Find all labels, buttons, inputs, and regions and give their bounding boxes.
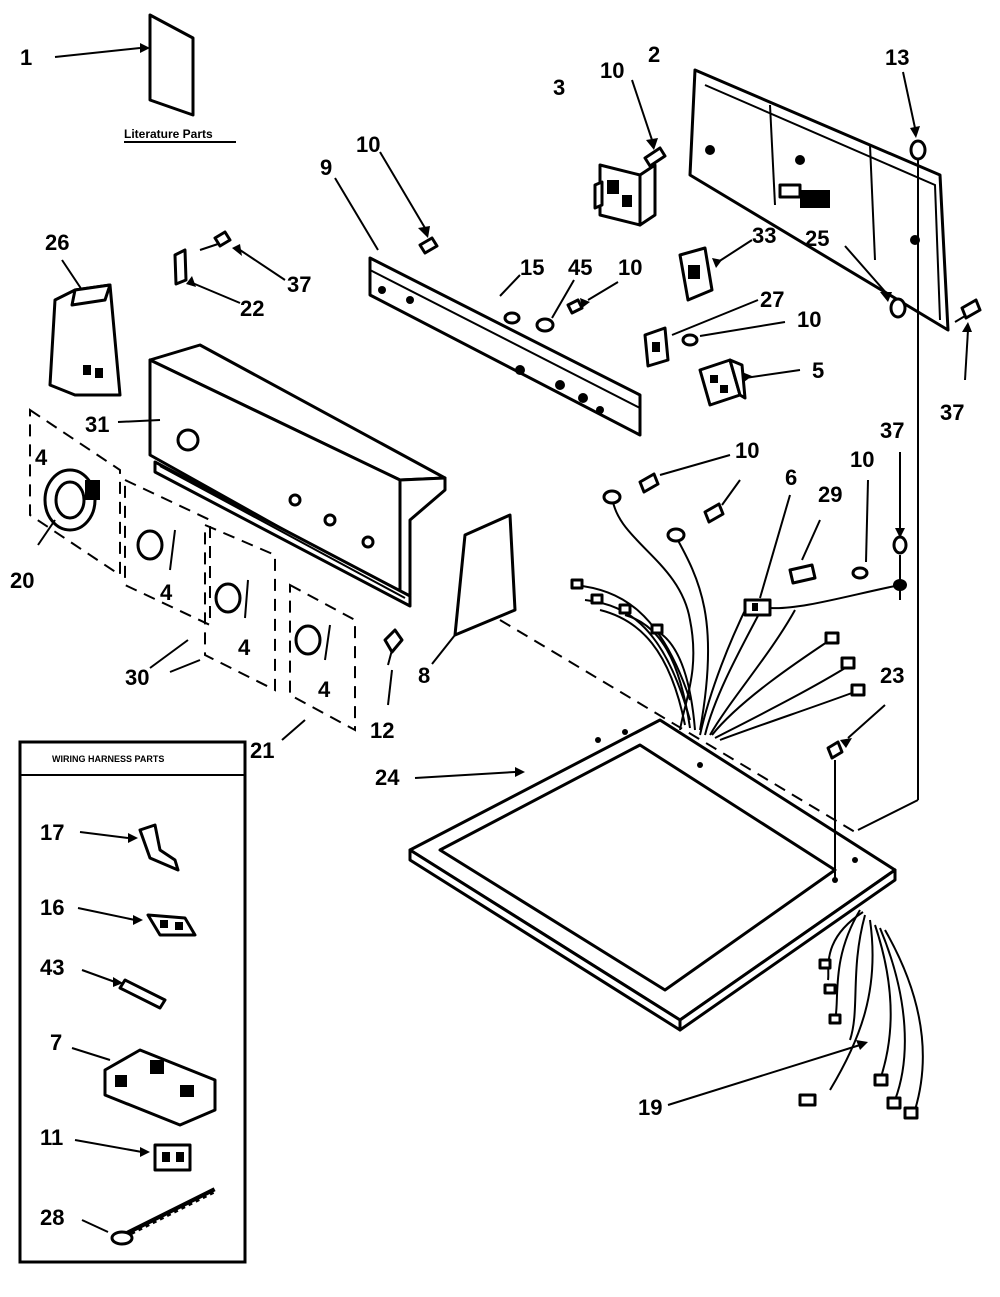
callout-27: 27 [760, 287, 784, 312]
callout-22: 22 [240, 296, 264, 321]
callout-10-a: 10 [600, 58, 624, 83]
callout-6: 6 [785, 465, 797, 490]
screw-10-top [631, 79, 667, 168]
switch-33 [678, 239, 753, 302]
terminal-block-5 [698, 358, 801, 407]
callout-13: 13 [885, 45, 909, 70]
knob-4-c [289, 583, 356, 732]
callout-33: 33 [752, 223, 776, 248]
callout-43: 43 [40, 955, 64, 980]
literature-parts: Literature Parts [54, 13, 236, 143]
callout-30: 30 [125, 665, 149, 690]
screw-23 [826, 704, 886, 880]
callout-28: 28 [40, 1205, 64, 1230]
washer-15 [499, 274, 521, 325]
callout-17: 17 [40, 820, 64, 845]
screw-37-right [954, 298, 982, 381]
screw-13 [902, 71, 927, 161]
callout-25: 25 [805, 226, 829, 251]
callout-31: 31 [85, 412, 109, 437]
callout-12: 12 [370, 718, 394, 743]
side-panel-8 [431, 513, 517, 665]
wiring-upper [570, 489, 907, 741]
bracket-29 [788, 519, 821, 585]
guide-line-13b [857, 799, 919, 831]
timer-switch [593, 163, 657, 227]
callout-45: 45 [568, 255, 592, 280]
callout-4-d: 4 [318, 677, 331, 702]
console-end-cap [48, 259, 122, 397]
callout-3: 3 [553, 75, 565, 100]
callout-4-a: 4 [35, 445, 48, 470]
callout-21: 21 [250, 738, 274, 763]
callout-16: 16 [40, 895, 64, 920]
nut-25 [844, 245, 907, 319]
callout-19: 19 [638, 1095, 662, 1120]
callout-8: 8 [418, 663, 430, 688]
control-console [117, 343, 447, 608]
rear-control-panel [688, 68, 950, 332]
screw-12 [383, 628, 404, 706]
callout-4-c: 4 [238, 635, 251, 660]
screw-10-wire-a [638, 454, 731, 494]
callout-11: 11 [40, 1125, 63, 1150]
callout-2: 2 [648, 42, 660, 67]
callout-10-c: 10 [618, 255, 642, 280]
callout-10-f: 10 [850, 447, 874, 472]
screw-10-bracket [379, 151, 439, 255]
callout-4-b: 4 [160, 580, 173, 605]
callout-10-b: 10 [356, 132, 380, 157]
knob-4-a [124, 478, 211, 627]
knob-20 [29, 408, 121, 577]
screw-10-mid [566, 281, 619, 315]
callout-7: 7 [50, 1030, 62, 1055]
console-bracket [334, 177, 642, 437]
callout-10-e: 10 [735, 438, 759, 463]
callout-29: 29 [818, 482, 842, 507]
callout-1: 1 [20, 45, 32, 70]
knob-4-b [204, 523, 276, 692]
lower-harness-19 [667, 909, 924, 1120]
switch-27 [643, 299, 759, 368]
callout-24: 24 [375, 765, 400, 790]
screw-37-left [199, 230, 286, 281]
callout-9: 9 [320, 155, 332, 180]
harness-parts-box: WIRING HARNESS PARTS [18, 740, 247, 1264]
callout-23: 23 [880, 663, 904, 688]
dryer-top [408, 619, 897, 1032]
knob-group-21 [281, 719, 306, 741]
screw-10-r2 [681, 321, 786, 347]
callout-5: 5 [812, 358, 824, 383]
callout-37-c: 37 [880, 418, 904, 443]
screw-10-wire-c [851, 479, 869, 580]
callout-15: 15 [520, 255, 544, 280]
callout-10-d: 10 [797, 307, 821, 332]
knob-group-30 [149, 639, 201, 673]
callout-20: 20 [10, 568, 34, 593]
callout-26: 26 [45, 230, 69, 255]
callout-37-b: 37 [940, 400, 964, 425]
screw-10-wire-b [703, 479, 741, 524]
clip-22 [173, 248, 241, 304]
harness-box-title: WIRING HARNESS PARTS [52, 754, 164, 764]
clip-6 [759, 494, 791, 599]
nut-45 [535, 279, 575, 333]
literature-label: Literature Parts [124, 127, 213, 141]
callout-37-a: 37 [287, 272, 311, 297]
screw-37-wire [892, 452, 908, 555]
